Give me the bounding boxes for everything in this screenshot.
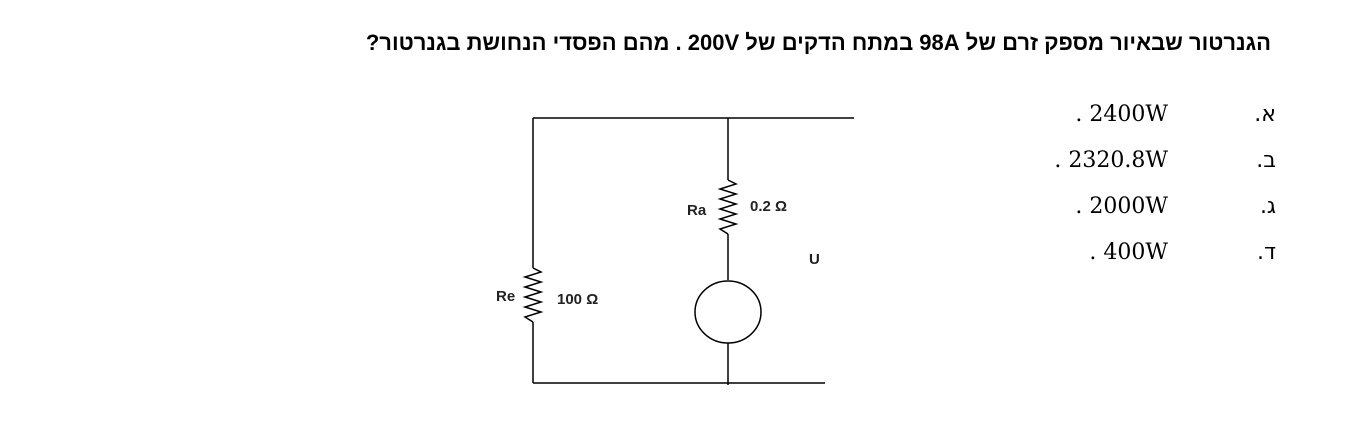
answer-value: . 2400W: [1075, 102, 1168, 127]
circuit-diagram: Ra 0.2 Ω Re 100 Ω U: [496, 117, 854, 385]
re-resistor: [522, 267, 544, 323]
answer-value: . 2000W: [1075, 194, 1168, 219]
answer-value: . 2320.8W: [1054, 148, 1168, 173]
answer-list: א. . 2400W ב. . 2320.8W ג. . 2000W ד. . …: [946, 96, 1276, 280]
u-label: U: [809, 251, 820, 268]
ra-value: 0.2 Ω: [750, 198, 787, 215]
re-label: Re: [496, 288, 515, 305]
answer-option-c[interactable]: ג. . 2000W: [946, 188, 1276, 234]
answer-value: . 400W: [1089, 240, 1168, 265]
answer-option-a[interactable]: א. . 2400W: [946, 96, 1276, 142]
answer-option-d[interactable]: ד. . 400W: [946, 234, 1276, 280]
ra-resistor: [717, 179, 739, 235]
ra-label: Ra: [687, 202, 707, 219]
answer-letter: ב.: [1256, 148, 1276, 173]
answer-letter: ג.: [1259, 194, 1276, 219]
answer-letter: ד.: [1256, 240, 1276, 265]
re-value: 100 Ω: [557, 291, 598, 308]
answer-option-b[interactable]: ב. . 2320.8W: [946, 142, 1276, 188]
answer-letter: א.: [1254, 102, 1276, 127]
question-text: הגנרטור שבאיור מספק זרם של 98A במתח הדקי…: [365, 30, 1271, 55]
generator-source: [694, 280, 762, 344]
